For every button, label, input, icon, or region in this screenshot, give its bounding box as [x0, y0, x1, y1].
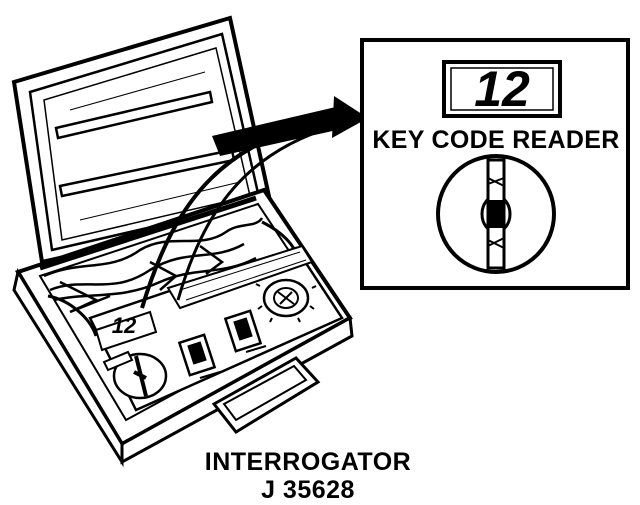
- key-code-reader-inset: [360, 38, 630, 290]
- panel-display-value: 12: [111, 313, 137, 338]
- inset-title: KEY CODE READER: [372, 126, 620, 154]
- case-handle: [211, 356, 321, 434]
- device-name: INTERROGATOR: [204, 448, 412, 476]
- device-part-number: J 35628: [261, 476, 355, 504]
- callout-arrow-icon: [140, 96, 368, 309]
- control-panel: [88, 244, 344, 412]
- key-code-display-value: 12: [474, 61, 530, 117]
